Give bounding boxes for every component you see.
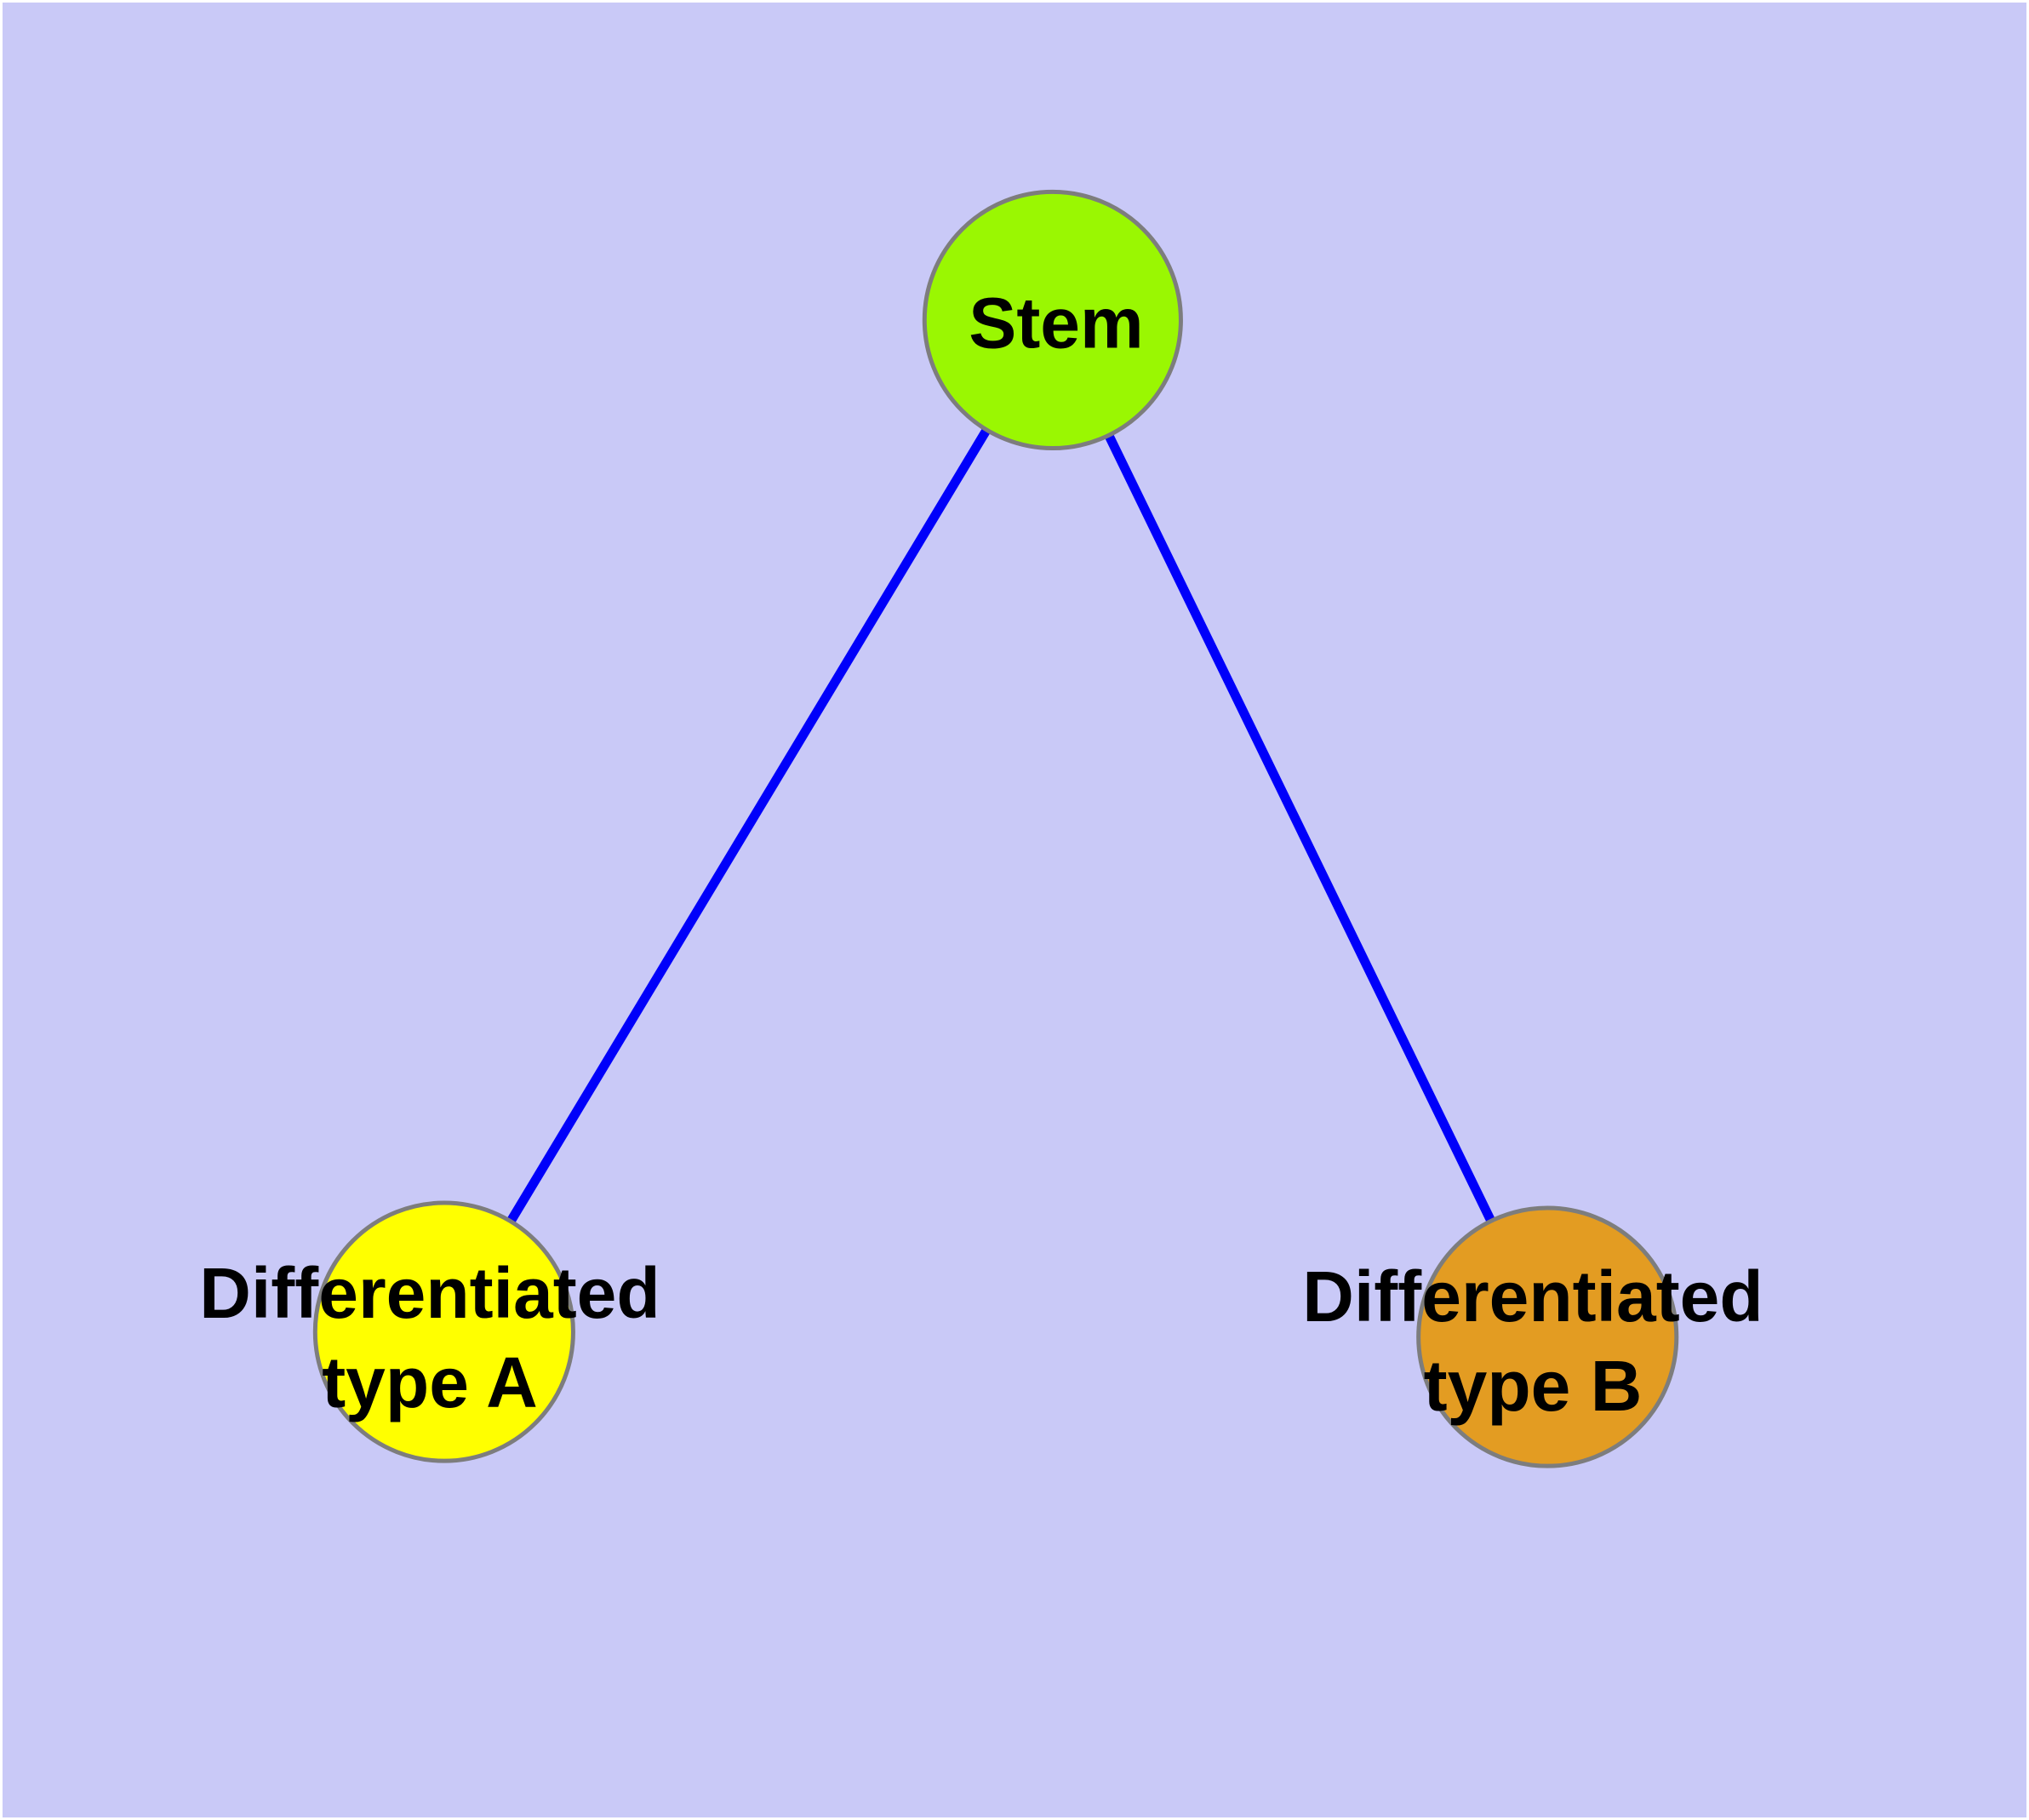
edge-stem-to-type-b	[1048, 318, 1552, 1339]
graph-figure	[312, 189, 1679, 1468]
node-type-a-circle	[312, 1200, 575, 1463]
node-stem-circle	[922, 189, 1183, 451]
edge-stem-to-type-a	[440, 318, 1057, 1335]
node-type-b-circle	[1416, 1205, 1679, 1468]
